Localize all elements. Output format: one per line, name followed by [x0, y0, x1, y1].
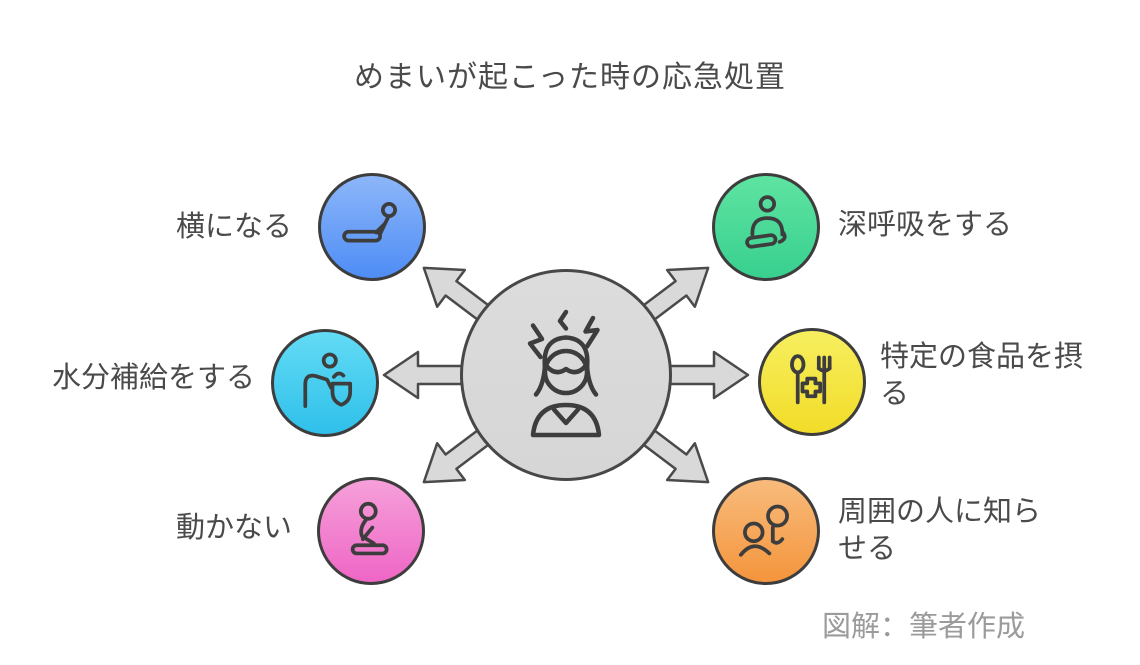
person-meditating-icon	[745, 195, 787, 249]
label-notify-others: 周囲の人に知らせる	[838, 496, 1042, 565]
node-lie-down	[318, 173, 426, 281]
label-dont-move: 動かない	[175, 512, 292, 544]
person-lying-down-icon	[342, 202, 397, 243]
label-specific-food: 特定の食品を摂る	[880, 341, 1084, 410]
label-hydrate: 水分補給をする	[51, 362, 255, 394]
cutlery-medical-cross-icon	[790, 354, 832, 405]
label-deep-breath: 深呼吸をする	[838, 209, 1013, 241]
person-drinking-fountain-icon	[303, 352, 353, 408]
node-deep-breath	[712, 173, 820, 281]
label-lie-down: 横になる	[175, 211, 292, 243]
page-title: めまいが起こった時の応急処置	[354, 61, 786, 94]
center-dizziness-node	[460, 269, 672, 481]
node-hydrate	[271, 329, 379, 437]
people-whispering-icon	[738, 504, 789, 557]
node-specific-food	[758, 328, 866, 436]
node-notify-others	[712, 477, 820, 585]
source-caption: 図解：筆者作成	[822, 611, 1026, 643]
person-kneeling-icon	[350, 501, 389, 556]
node-dont-move	[317, 477, 425, 585]
dizzy-person-icon	[527, 309, 602, 438]
